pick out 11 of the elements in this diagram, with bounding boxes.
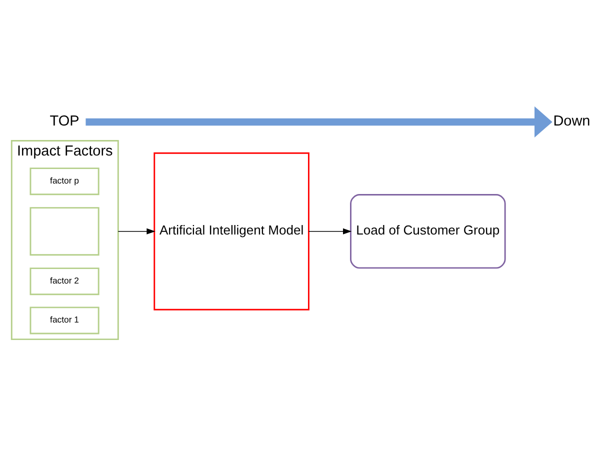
node-box: factor p xyxy=(30,168,100,196)
arrow xyxy=(308,228,352,234)
arrow xyxy=(86,106,552,138)
node-box: Load of Customer Group xyxy=(350,194,506,269)
node-box: Artificial Intelligent Model xyxy=(154,152,310,310)
node-text: TOP xyxy=(50,114,80,130)
node-box xyxy=(30,207,100,256)
node-text: Down xyxy=(553,114,590,130)
node-box: factor 1 xyxy=(30,306,100,334)
node-box: factor 2 xyxy=(30,268,100,296)
arrow xyxy=(118,228,156,234)
